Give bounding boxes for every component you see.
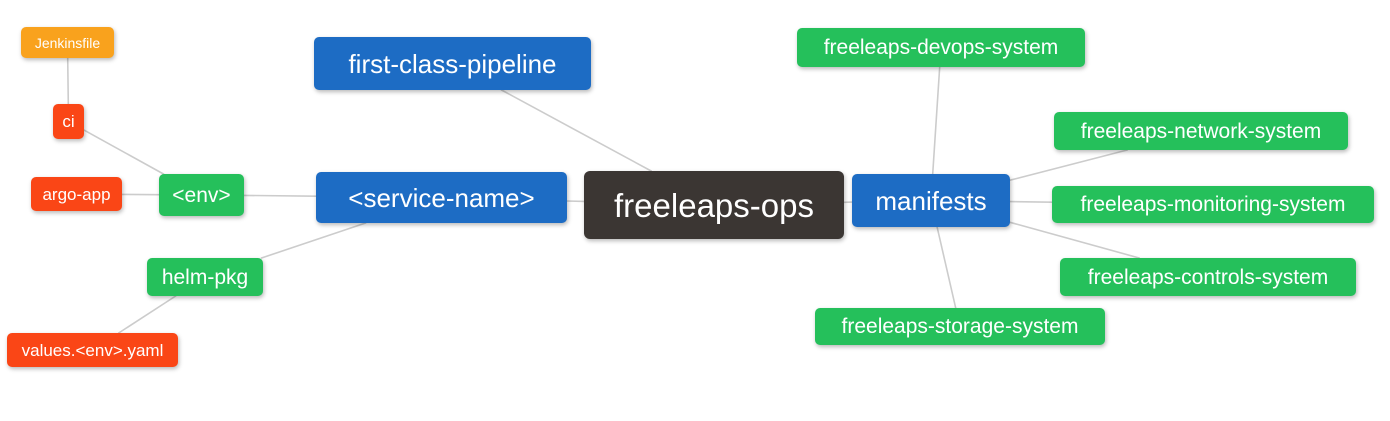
- node-argo-app[interactable]: argo-app: [31, 177, 122, 211]
- edge-jenkinsfile-to-ci: [66, 57, 70, 105]
- node-manifests[interactable]: manifests: [852, 174, 1010, 227]
- edge-manifests-to-freeleaps-monitoring-system: [1009, 200, 1053, 203]
- node-first-class-pipeline[interactable]: first-class-pipeline: [314, 37, 591, 90]
- edge-ci-to-env: [83, 129, 165, 175]
- edge-helm-pkg-to-service-name: [260, 222, 367, 259]
- edge-manifests-to-freeleaps-devops-system: [931, 66, 941, 175]
- node-ci[interactable]: ci: [53, 104, 84, 139]
- node-freeleaps-devops-system[interactable]: freeleaps-devops-system: [797, 28, 1085, 67]
- node-freeleaps-ops[interactable]: freeleaps-ops: [584, 171, 844, 239]
- edge-values-env-yaml-to-helm-pkg: [117, 295, 177, 334]
- node-freeleaps-storage-system[interactable]: freeleaps-storage-system: [815, 308, 1105, 345]
- node-jenkinsfile[interactable]: Jenkinsfile: [21, 27, 114, 58]
- node-freeleaps-monitoring-system[interactable]: freeleaps-monitoring-system: [1052, 186, 1374, 223]
- node-freeleaps-controls-system[interactable]: freeleaps-controls-system: [1060, 258, 1356, 296]
- node-values-env-yaml[interactable]: values.<env>.yaml: [7, 333, 178, 367]
- edge-env-to-service-name: [243, 194, 317, 197]
- edge-manifests-to-freeleaps-controls-system: [1009, 221, 1140, 259]
- edge-first-class-pipeline-to-freeleaps-ops: [500, 89, 653, 172]
- node-env[interactable]: <env>: [159, 174, 244, 216]
- node-freeleaps-network-system[interactable]: freeleaps-network-system: [1054, 112, 1348, 150]
- node-helm-pkg[interactable]: helm-pkg: [147, 258, 263, 296]
- edge-manifests-to-freeleaps-storage-system: [936, 226, 957, 309]
- node-service-name[interactable]: <service-name>: [316, 172, 567, 223]
- edge-manifests-to-freeleaps-network-system: [1009, 149, 1128, 181]
